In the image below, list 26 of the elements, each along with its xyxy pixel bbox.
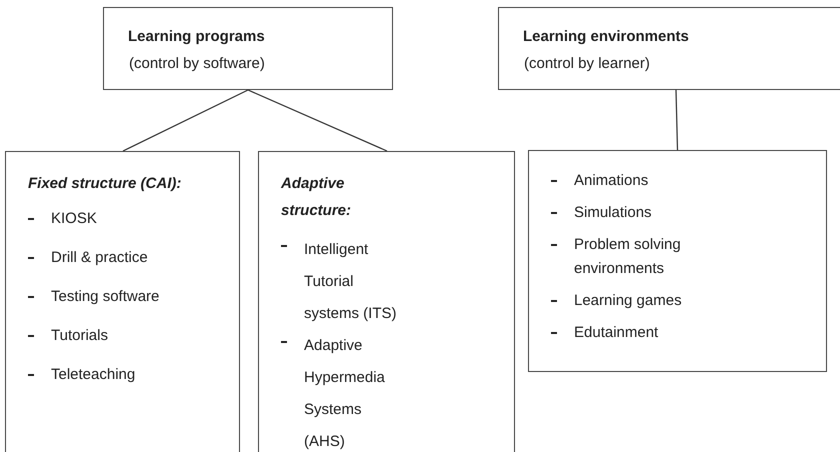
category-box — [103, 7, 393, 90]
list-item: KIOSK — [51, 209, 98, 229]
connector-line — [248, 89, 388, 152]
list-item: Problem solving environments — [574, 235, 682, 279]
list-box — [528, 150, 827, 372]
box-subtitle: (control by software) — [128, 54, 265, 74]
list-item: Tutorials — [51, 326, 109, 346]
list-item: Simulations — [574, 203, 653, 223]
list-item: Animations — [574, 171, 650, 191]
list-box — [5, 151, 240, 452]
box-heading: Learning programs — [128, 26, 266, 46]
list-box — [258, 151, 515, 452]
list-item: Edutainment — [574, 323, 660, 343]
box-heading: Fixed structure (CAI): — [28, 174, 182, 194]
list-item: Drill & practice — [51, 248, 149, 268]
box-subtitle: (control by learner) — [523, 54, 650, 74]
connector-line — [122, 89, 248, 152]
list-item: Teleteaching — [51, 365, 136, 385]
box-heading: Adaptive structure: — [281, 174, 352, 221]
list-item: Testing software — [51, 287, 160, 307]
box-heading: Learning environments — [523, 26, 690, 46]
list-item: Learning games — [574, 291, 683, 311]
category-box — [498, 7, 840, 90]
list-item: Intelligent Tutorial systems (ITS) — [304, 240, 398, 324]
list-item: Adaptive Hypermedia Systems (AHS) — [304, 336, 386, 452]
connector-line — [675, 90, 678, 150]
